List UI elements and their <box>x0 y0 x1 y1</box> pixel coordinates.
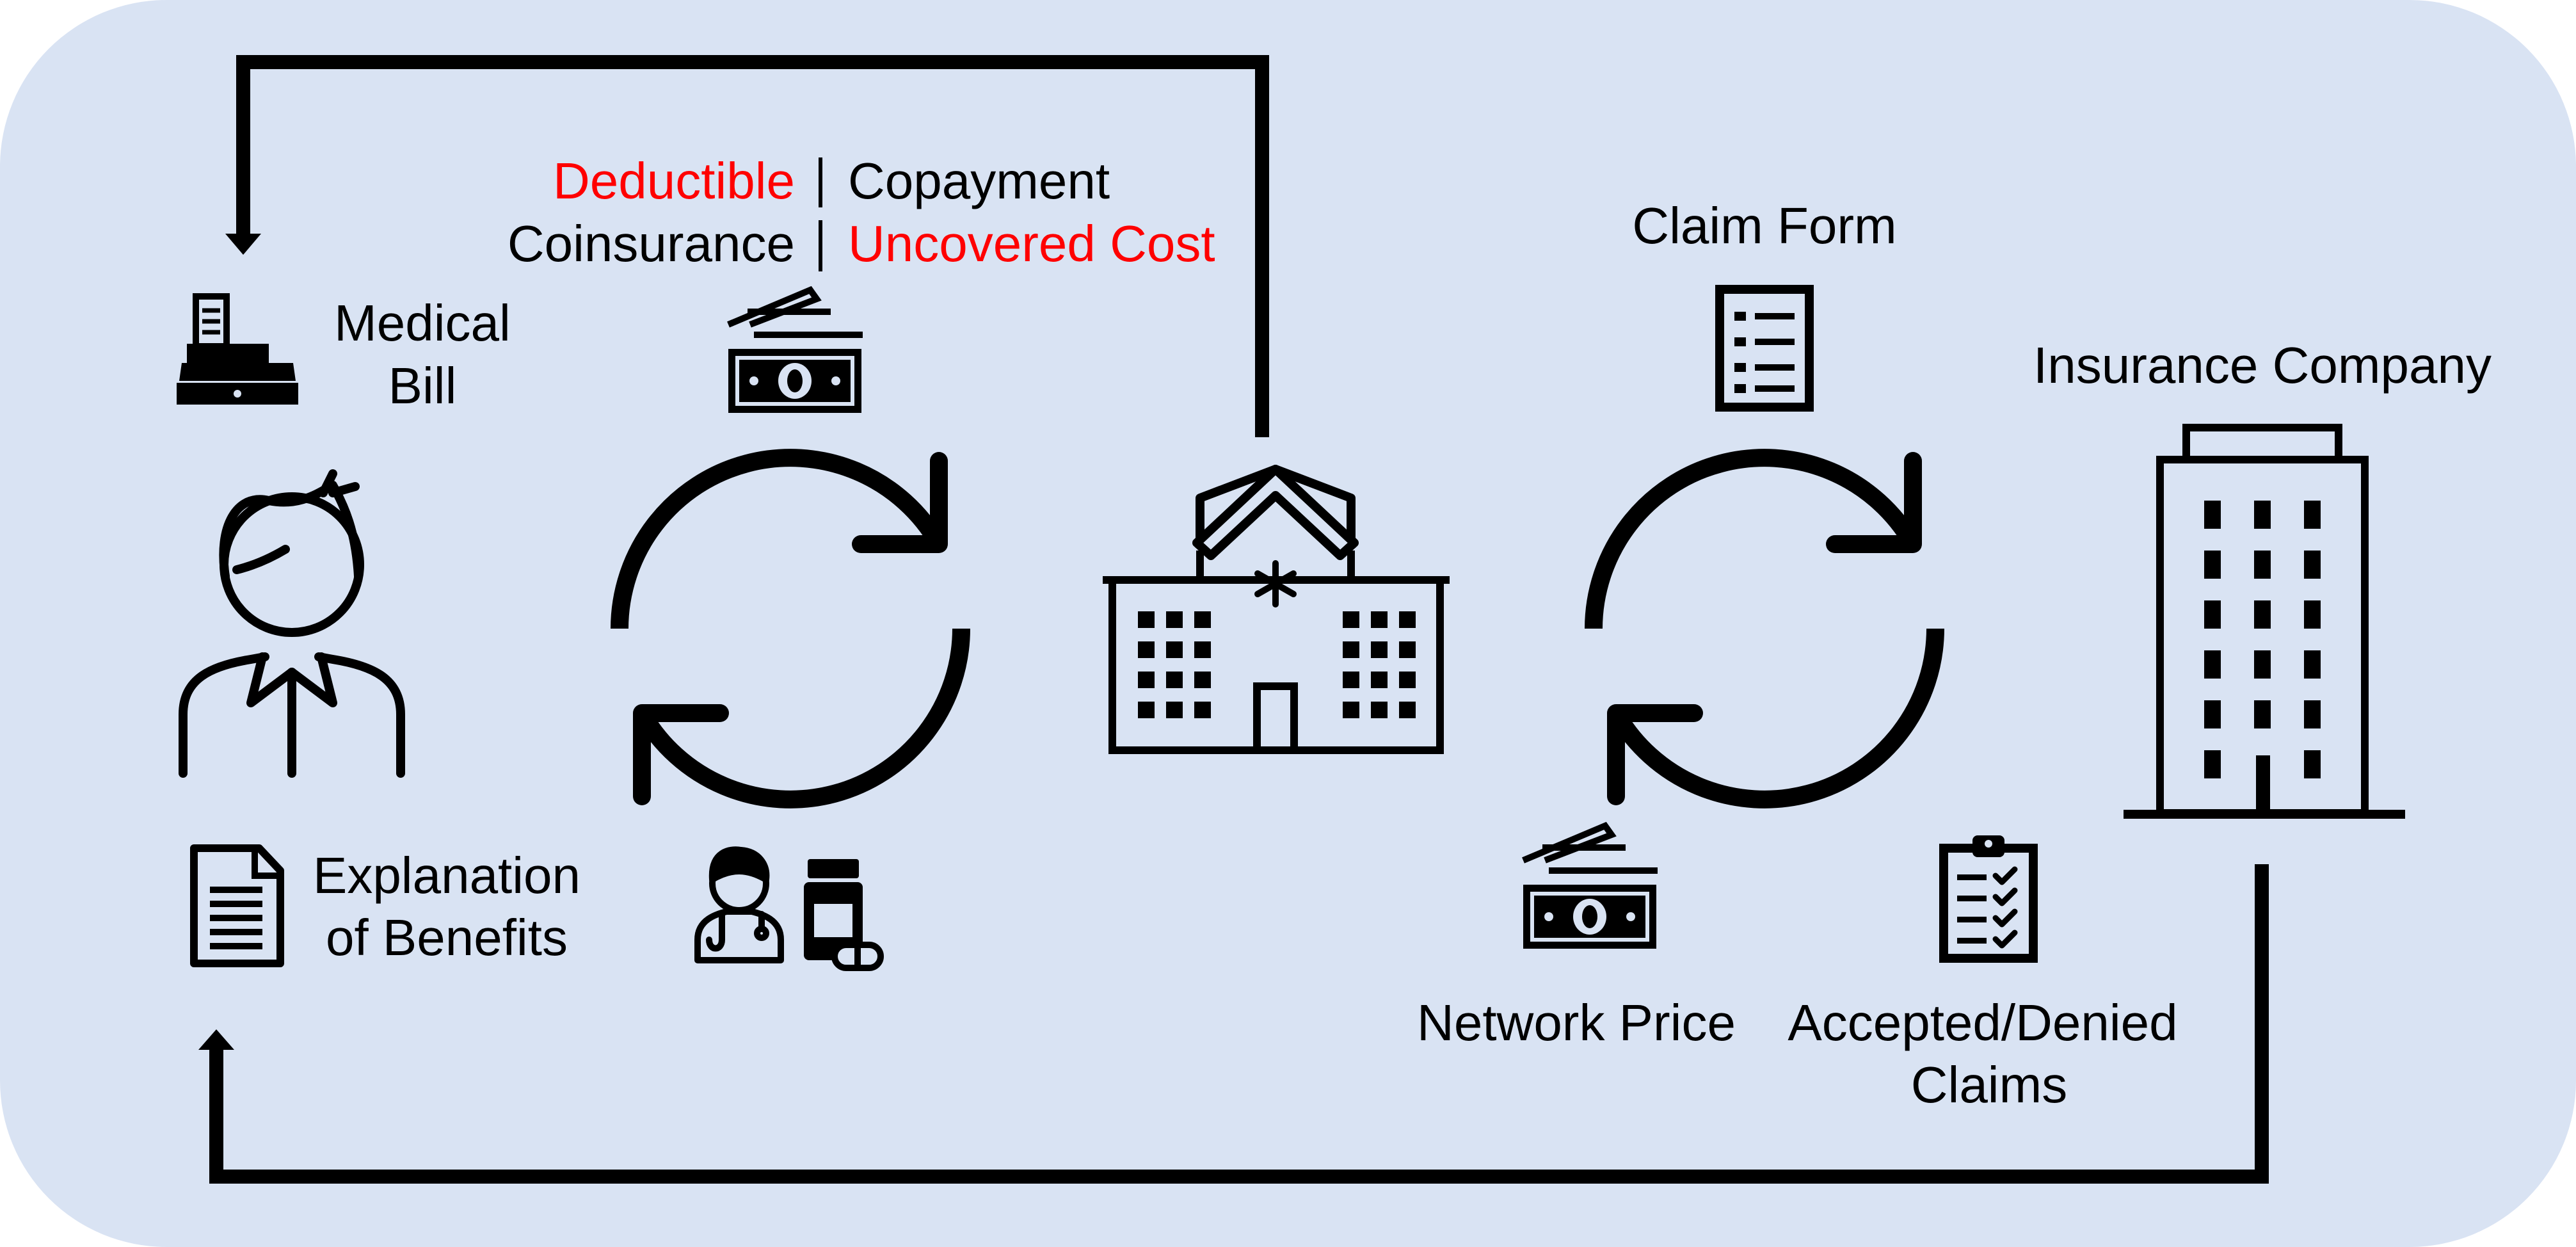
label-claim-form: Claim Form <box>1632 197 1896 254</box>
cash-register-icon <box>177 293 298 405</box>
person-icon <box>179 469 405 778</box>
label-deductible: Deductible <box>553 152 795 209</box>
label-insurance-company: Insurance Company <box>2033 337 2492 394</box>
label-network-price: Network Price <box>1417 994 1736 1051</box>
medicine-bottle-icon <box>804 859 884 971</box>
label-explanation-line2: of Benefits <box>326 909 568 966</box>
label-uncovered-cost: Uncovered Cost <box>848 215 1215 272</box>
document-icon <box>190 844 284 967</box>
label-explanation-line1: Explanation <box>313 847 580 904</box>
clipboard-checklist-icon <box>1939 835 2038 963</box>
label-coinsurance: Coinsurance <box>508 215 795 272</box>
hospital-icon <box>1103 465 1450 754</box>
label-medical-bill-line2: Bill <box>388 357 457 414</box>
doctor-icon <box>694 846 784 963</box>
label-copayment: Copayment <box>848 152 1110 209</box>
label-accepted-denied-line2: Claims <box>1911 1056 2067 1113</box>
label-medical-bill-line1: Medical <box>334 294 511 351</box>
claim-form-icon <box>1715 285 1814 412</box>
bottom-flow-arrow <box>198 864 2269 1184</box>
label-accepted-denied-line1: Accepted/Denied <box>1788 994 2177 1051</box>
office-building-icon <box>2124 424 2405 819</box>
top-flow-arrow <box>225 55 1269 437</box>
